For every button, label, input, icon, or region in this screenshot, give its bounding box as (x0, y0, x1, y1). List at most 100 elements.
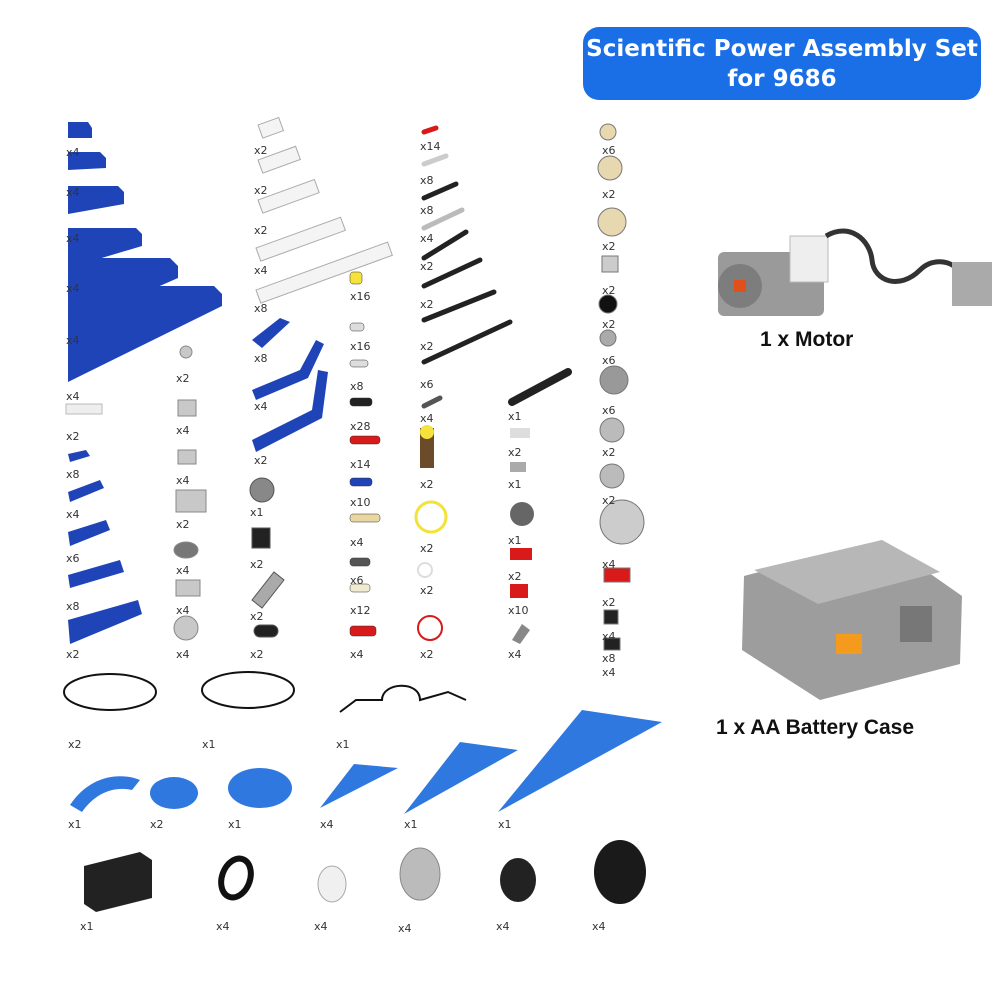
quantity-label: x2 (254, 144, 268, 157)
quantity-label: x1 (404, 818, 418, 831)
quantity-label: x2 (602, 318, 616, 331)
quantity-label: x10 (508, 604, 529, 617)
quantity-label: x2 (420, 340, 434, 353)
gears (597, 123, 645, 651)
quantity-label: x2 (254, 454, 268, 467)
blue-small-parts (65, 403, 142, 644)
quantity-label: x4 (176, 564, 190, 577)
quantity-label: x4 (602, 558, 616, 571)
quantity-label: x8 (66, 468, 80, 481)
quantity-label: x2 (508, 570, 522, 583)
quantity-label: x2 (420, 542, 434, 555)
quantity-label: x8 (66, 600, 80, 613)
quantity-label: x1 (508, 478, 522, 491)
quantity-label: x2 (68, 738, 82, 751)
quantity-label: x1 (336, 738, 350, 751)
quantity-label: x4 (350, 536, 364, 549)
quantity-label: x4 (314, 920, 328, 933)
blue-panels (70, 710, 662, 814)
quantity-label: x2 (420, 260, 434, 273)
quantity-label: x2 (602, 446, 616, 459)
quantity-label: x10 (350, 496, 371, 509)
blue-beams (68, 122, 222, 382)
quantity-label: x4 (398, 922, 412, 935)
quantity-label: x1 (228, 818, 242, 831)
quantity-label: x1 (250, 506, 264, 519)
quantity-label: x2 (420, 648, 434, 661)
quantity-label: x4 (66, 146, 80, 159)
quantity-label: x1 (498, 818, 512, 831)
quantity-label: x6 (66, 552, 80, 565)
quantity-label: x16 (350, 340, 371, 353)
quantity-label: x4 (420, 232, 434, 245)
quantity-label: x2 (66, 430, 80, 443)
gray-small-parts (173, 345, 207, 641)
quantity-label: x2 (150, 818, 164, 831)
title-badge: Scientific Power Assembly Set for 9686 (583, 27, 981, 100)
quantity-label: x2 (176, 518, 190, 531)
quantity-label: x8 (254, 302, 268, 315)
quantity-label: x4 (320, 818, 334, 831)
quantity-label: x2 (66, 648, 80, 661)
quantity-label: x2 (250, 558, 264, 571)
quantity-label: x4 (176, 474, 190, 487)
quantity-label: x1 (202, 738, 216, 751)
quantity-label: x16 (350, 290, 371, 303)
title-line-2: for 9686 (727, 66, 837, 92)
quantity-label: x4 (176, 648, 190, 661)
col5-misc (414, 425, 448, 641)
quantity-label: x6 (602, 144, 616, 157)
quantity-label: x4 (602, 630, 616, 643)
quantity-label: x8 (350, 380, 364, 393)
quantity-label: x14 (420, 140, 441, 153)
pins (349, 271, 381, 637)
battery-case-image (742, 540, 962, 700)
quantity-label: x28 (350, 420, 371, 433)
quantity-label: x8 (420, 204, 434, 217)
quantity-label: x4 (176, 424, 190, 437)
quantity-label: x4 (602, 666, 616, 679)
quantity-label: x14 (350, 458, 371, 471)
quantity-label: x2 (254, 224, 268, 237)
quantity-label: x4 (350, 648, 364, 661)
col3-misc (249, 477, 285, 638)
quantity-label: x4 (66, 186, 80, 199)
wheels (84, 840, 646, 912)
quantity-label: x8 (254, 352, 268, 365)
quantity-label: x6 (602, 404, 616, 417)
quantity-label: x4 (496, 920, 510, 933)
quantity-label: x4 (66, 232, 80, 245)
title-line-1: Scientific Power Assembly Set (586, 36, 978, 62)
quantity-label: x4 (508, 648, 522, 661)
quantity-label: x4 (216, 920, 230, 933)
axles (421, 125, 513, 409)
quantity-label: x8 (602, 652, 616, 665)
col6-parts (508, 368, 572, 644)
quantity-label: x2 (602, 284, 616, 297)
quantity-label: x2 (602, 494, 616, 507)
quantity-label: x4 (592, 920, 606, 933)
battery-caption: 1 x AA Battery Case (716, 716, 915, 739)
quantity-label: x2 (602, 596, 616, 609)
quantity-label: x6 (602, 354, 616, 367)
quantity-label: x2 (250, 648, 264, 661)
quantity-label: x4 (176, 604, 190, 617)
quantity-label: x2 (420, 478, 434, 491)
motor-image (718, 228, 992, 316)
quantity-label: x2 (602, 240, 616, 253)
quantity-label: x12 (350, 604, 371, 617)
quantity-label: x4 (66, 390, 80, 403)
quantity-label: x1 (68, 818, 82, 831)
quantity-label: x2 (602, 188, 616, 201)
white-beams (255, 116, 393, 304)
blue-bent-liftarms (252, 318, 328, 452)
quantity-label: x6 (350, 574, 364, 587)
quantity-label: x6 (420, 378, 434, 391)
quantity-label: x1 (508, 410, 522, 423)
quantity-label: x4 (254, 264, 268, 277)
quantity-label: x2 (420, 298, 434, 311)
quantity-label: x2 (420, 584, 434, 597)
quantity-label: x1 (508, 534, 522, 547)
quantity-label: x2 (508, 446, 522, 459)
